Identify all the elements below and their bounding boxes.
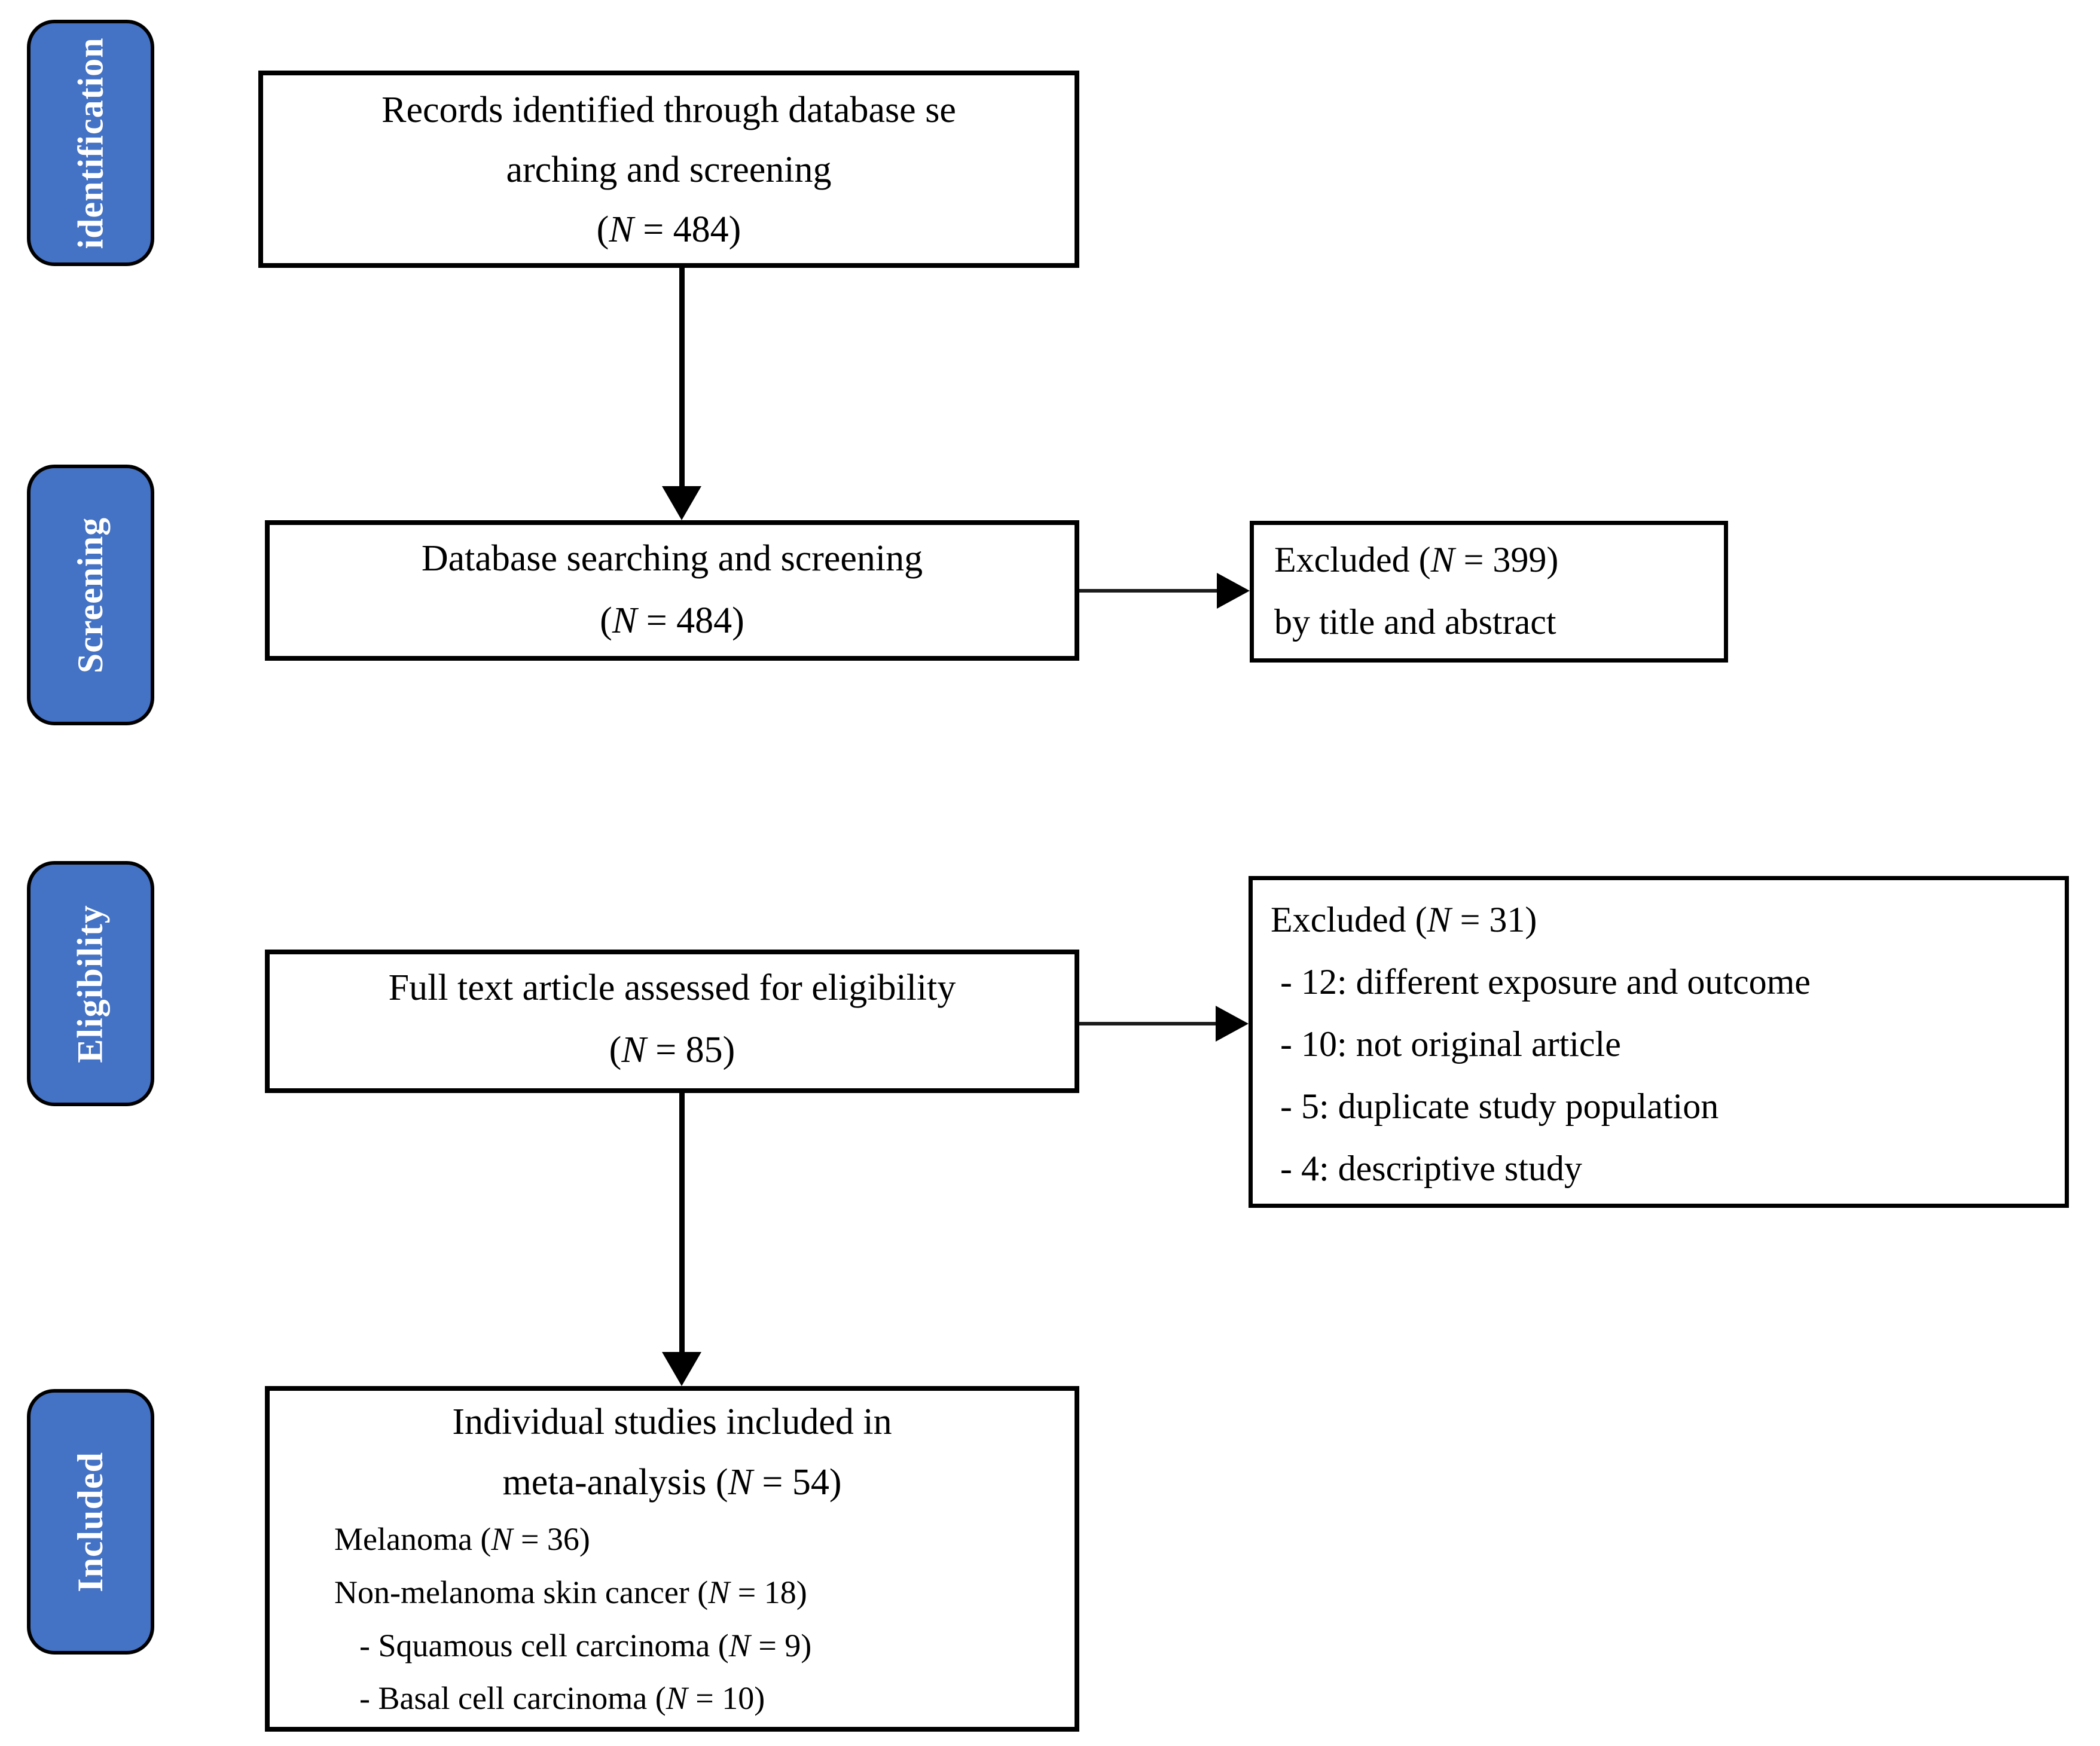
arrow-screening-to-excluded xyxy=(1079,573,1250,609)
records-identified-line1: Records identified through database se xyxy=(381,90,956,130)
stage-screening-label: Screening xyxy=(71,517,110,673)
records-identified-line2: arching and screening xyxy=(506,149,832,190)
database-screening-count: (N = 484) xyxy=(600,600,744,641)
fulltext-eligibility-count: (N = 85) xyxy=(609,1030,735,1070)
included-scc-count: - Squamous cell carcinoma (N = 9) xyxy=(359,1628,812,1663)
included-melanoma-count: Melanoma (N = 36) xyxy=(334,1521,590,1557)
arrowhead-down-icon xyxy=(662,1352,701,1386)
included-bcc-count: - Basal cell carcinoma (N = 10) xyxy=(359,1680,765,1716)
fulltext-eligibility-line1: Full text article assessed for eligibili… xyxy=(388,967,956,1008)
arrowhead-right-icon xyxy=(1216,1006,1249,1042)
included-studies-line1: Individual studies included in xyxy=(452,1402,892,1442)
fulltext-eligibility-box: Full text article assessed for eligibili… xyxy=(265,950,1079,1093)
records-identified-box: Records identified through database se a… xyxy=(258,71,1079,268)
excluded-fulltext-count: Excluded (N = 31) xyxy=(1271,900,1537,939)
excluded-title-abstract-count: Excluded (N = 399) xyxy=(1274,540,1559,579)
excluded-fulltext-box: Excluded (N = 31) - 12: different exposu… xyxy=(1249,876,2069,1208)
arrow-line xyxy=(679,1093,685,1352)
stage-identification: identification xyxy=(27,20,154,266)
stage-eligibility: Eligibility xyxy=(27,861,154,1106)
arrowhead-right-icon xyxy=(1217,573,1250,609)
excluded-reason-item: - 5: duplicate study population xyxy=(1280,1086,1719,1126)
included-studies-count: meta-analysis (N = 54) xyxy=(502,1462,842,1503)
excluded-title-abstract-box: Excluded (N = 399) by title and abstract xyxy=(1250,521,1728,663)
stage-identification-label: identification xyxy=(71,37,110,249)
database-screening-box: Database searching and screening (N = 48… xyxy=(265,520,1079,661)
included-studies-box: Individual studies included in meta-anal… xyxy=(265,1386,1079,1732)
arrow-line xyxy=(1079,589,1217,593)
records-identified-count: (N = 484) xyxy=(596,209,741,250)
excluded-reason-item: - 4: descriptive study xyxy=(1280,1149,1582,1188)
arrowhead-down-icon xyxy=(662,486,701,520)
stage-screening: Screening xyxy=(27,465,154,725)
stage-included: Included xyxy=(27,1389,154,1655)
database-screening-line1: Database searching and screening xyxy=(421,538,923,579)
excluded-title-abstract-line2: by title and abstract xyxy=(1274,602,1556,642)
arrow-line xyxy=(679,268,685,486)
arrow-line xyxy=(1079,1022,1216,1025)
arrow-eligibility-to-included xyxy=(662,1093,701,1386)
stage-eligibility-label: Eligibility xyxy=(71,904,111,1063)
included-nmsc-count: Non-melanoma skin cancer (N = 18) xyxy=(334,1574,807,1610)
stage-included-label: Included xyxy=(71,1451,111,1592)
arrow-identified-to-screening xyxy=(662,268,701,520)
excluded-reason-item: - 12: different exposure and outcome xyxy=(1280,962,1811,1002)
excluded-reason-item: - 10: not original article xyxy=(1280,1024,1621,1064)
arrow-eligibility-to-excluded xyxy=(1079,1006,1249,1042)
